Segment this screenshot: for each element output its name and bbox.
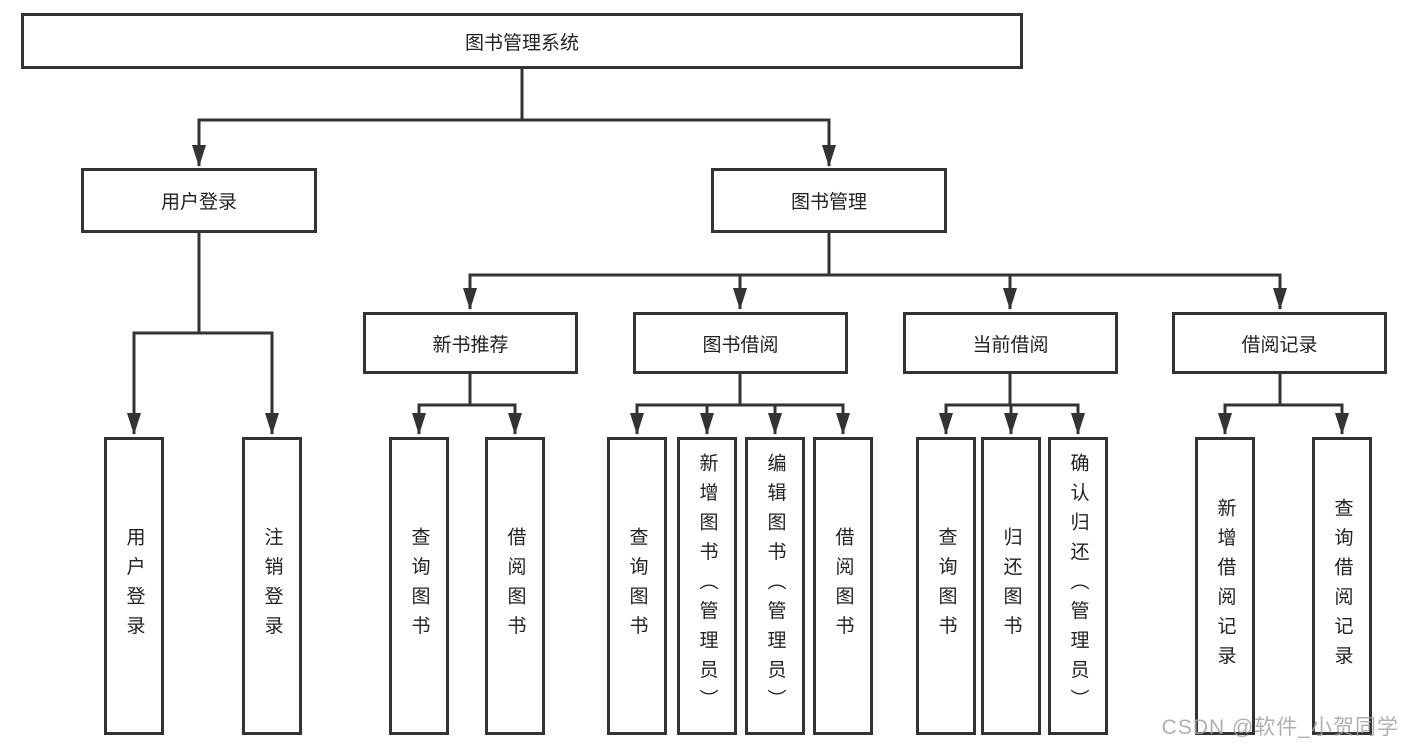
leaf-borrow-books-label: 借阅图书 — [832, 527, 854, 645]
leaf-logout: 注销登录 — [242, 437, 302, 735]
leaf-confirm-return-admin: 确认归还（管理员） — [1048, 437, 1108, 735]
node-user-login: 用户登录 — [81, 168, 317, 233]
node-new-book-recommendation: 新书推荐 — [363, 312, 578, 374]
leaf-add-borrow-record-label: 新增借阅记录 — [1214, 497, 1236, 675]
leaf-newbook-borrow-books-label: 借阅图书 — [504, 527, 526, 645]
connector-group — [127, 69, 1349, 435]
leaf-current-query-books: 查询图书 — [916, 437, 976, 735]
leaf-current-query-books-label: 查询图书 — [935, 527, 957, 645]
node-current-borrowing: 当前借阅 — [903, 312, 1118, 374]
leaf-newbook-borrow-books: 借阅图书 — [485, 437, 545, 735]
leaf-add-book-admin: 新增图书（管理员） — [677, 437, 737, 735]
leaf-borrow-books: 借阅图书 — [813, 437, 873, 735]
leaf-add-book-admin-label: 新增图书（管理员） — [696, 453, 718, 719]
leaf-add-borrow-record: 新增借阅记录 — [1195, 437, 1255, 735]
node-book-management: 图书管理 — [711, 168, 947, 233]
node-library-management-system: 图书管理系统 — [21, 13, 1023, 69]
leaf-edit-book-admin-label: 编辑图书（管理员） — [764, 453, 786, 719]
node-borrowing-records: 借阅记录 — [1172, 312, 1387, 374]
leaf-return-books: 归还图书 — [981, 437, 1041, 735]
leaf-user-login-label: 用户登录 — [123, 527, 145, 645]
leaf-query-borrow-record-label: 查询借阅记录 — [1331, 497, 1353, 675]
leaf-edit-book-admin: 编辑图书（管理员） — [745, 437, 805, 735]
leaf-newbook-query-books: 查询图书 — [389, 437, 449, 735]
leaf-logout-label: 注销登录 — [261, 527, 283, 645]
leaf-return-books-label: 归还图书 — [1000, 527, 1022, 645]
leaf-borrow-query-books-label: 查询图书 — [626, 527, 648, 645]
leaf-query-borrow-record: 查询借阅记录 — [1312, 437, 1372, 735]
leaf-borrow-query-books: 查询图书 — [607, 437, 667, 735]
leaf-newbook-query-books-label: 查询图书 — [408, 527, 430, 645]
leaf-confirm-return-admin-label: 确认归还（管理员） — [1067, 453, 1089, 719]
leaf-user-login: 用户登录 — [104, 437, 164, 735]
node-book-borrowing: 图书借阅 — [633, 312, 848, 374]
